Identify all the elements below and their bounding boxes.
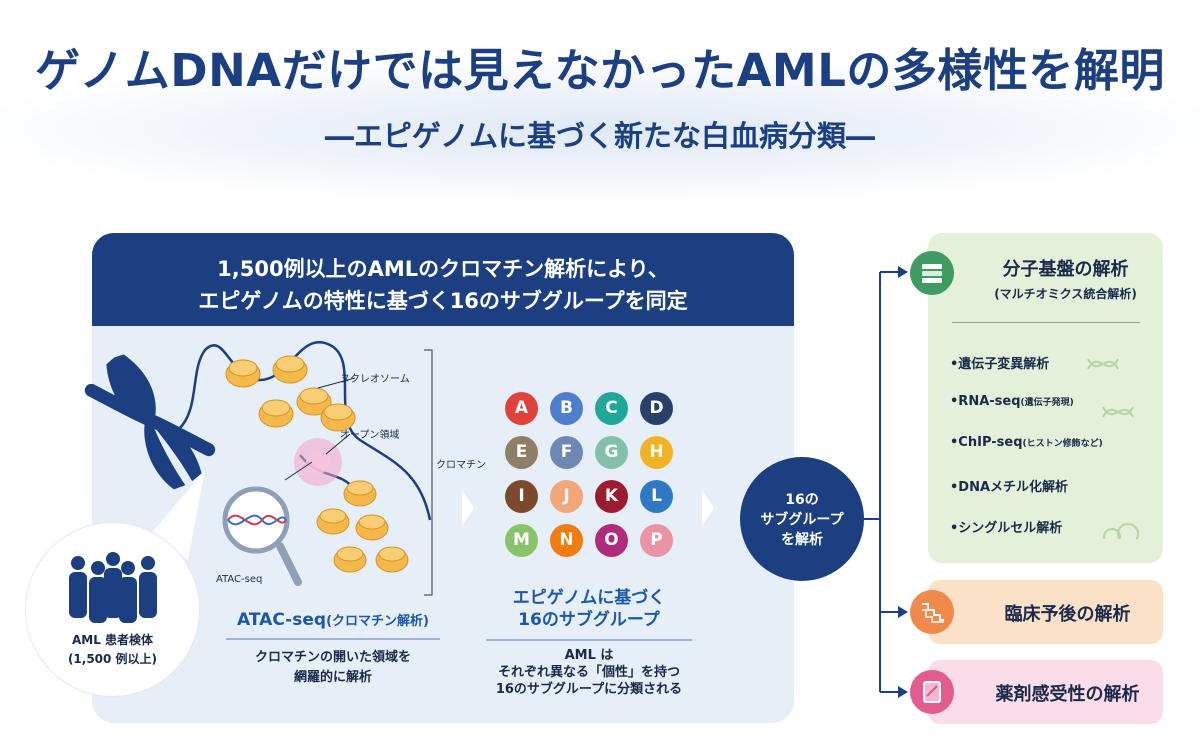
- atac-description: クロマチンの開いた領域を 網羅的に解析: [226, 648, 440, 688]
- callout-pointer: [150, 470, 205, 560]
- open-region-label: オープン領域: [340, 430, 400, 441]
- connector-arrows: [864, 266, 908, 698]
- hub-line3: を解析: [781, 532, 823, 548]
- molecular-item-singlecell-label: •シングルセル解析: [950, 521, 1063, 536]
- subgroup-badge-g: G: [595, 436, 628, 469]
- subgroup-badge-b: B: [550, 392, 583, 425]
- molecular-item-rnaseq: •RNA-seq(遺伝子発現): [950, 394, 1074, 409]
- subgroup-badge-j: J: [550, 480, 583, 513]
- page-title: ゲノムDNAだけでは見えなかったAMLの多様性を解明: [35, 44, 1165, 97]
- open-region-leader: [325, 433, 351, 455]
- analysis-hub: 16の サブグループ を解析: [740, 457, 864, 581]
- subgroup-badge-n: N: [550, 524, 583, 557]
- analysis-panel: 1,500例以上のAMLのクロマチン解析により、 エピゲノムの特性に基づく16の…: [92, 233, 794, 723]
- molecular-title: 分子基盤の解析: [1002, 259, 1129, 280]
- atac-title-main: ATAC-seq: [237, 610, 327, 630]
- molecular-item-chipseq: •ChIP-seq(ヒストン修飾など): [950, 435, 1103, 450]
- subgroup-desc-line3: 16のサブグループに分類される: [495, 682, 683, 697]
- subgroup-badge-f: F: [550, 436, 583, 469]
- molecular-item-singlecell: •シングルセル解析: [950, 517, 1062, 536]
- panel-heading-line1: 1,500例以上のAMLのクロマチン解析により、: [217, 257, 669, 281]
- subgroup-badge-d: D: [640, 392, 673, 425]
- molecular-item-chipseq-note: (ヒストン修飾など): [1022, 439, 1103, 449]
- atac-icon-label: ATAC-seq: [216, 574, 263, 585]
- subgroup-description: AML は それぞれ異なる「個性」を持つ 16のサブグループに分類される: [486, 647, 692, 698]
- hub-line2: サブグループ: [760, 512, 844, 528]
- subgroup-badge-m: M: [505, 524, 538, 557]
- subgroup-badge-h: H: [640, 436, 673, 469]
- molecular-subtitle: (マルチオミクス統合解析): [994, 287, 1137, 301]
- atac-desc-line2: 網羅的に解析: [293, 670, 372, 685]
- molecular-item-rnaseq-note: (遺伝子発現): [1020, 398, 1074, 408]
- subgroup-title-line1: エピゲノムに基づく: [512, 588, 666, 608]
- arrow-chevron-1: [462, 490, 474, 526]
- prognosis-title: 臨床予後の解析: [1004, 604, 1131, 625]
- molecular-item-mutation-label: •遺伝子変異解析: [950, 357, 1050, 372]
- chromatin-label: クロマチン: [436, 460, 486, 471]
- nucleosome-group: [225, 355, 409, 573]
- subgroup-badge-i: I: [505, 480, 538, 513]
- molecular-item-chipseq-label: •ChIP-seq: [950, 435, 1023, 450]
- stacked-layers-icon: [910, 251, 954, 295]
- atac-title-paren: (クロマチン解析): [326, 614, 429, 629]
- subgroup-block: エピゲノムに基づく 16のサブグループ AML は それぞれ異なる「個性」を持つ…: [486, 587, 692, 698]
- panel-heading: 1,500例以上のAMLのクロマチン解析により、 エピゲノムの特性に基づく16の…: [92, 233, 794, 326]
- subgroup-desc-line1: AML は: [564, 648, 614, 663]
- patients-label-line2: (1,500 例以上): [67, 652, 158, 666]
- molecular-item-rnaseq-label: •RNA-seq: [950, 394, 1021, 409]
- nucleosome-label: ヌクレオソーム: [340, 374, 410, 385]
- subgroup-desc-line2: それぞれ異なる「個性」を持つ: [497, 665, 680, 680]
- molecular-rule: [952, 322, 1140, 323]
- subgroup-title-line2: 16のサブグループ: [518, 610, 660, 630]
- subgroup-badge-p: P: [640, 524, 673, 557]
- molecular-item-methylation-label: •DNAメチル化解析: [950, 480, 1069, 495]
- drug-sensitivity-card: 薬剤感受性の解析: [910, 660, 1163, 724]
- molecular-item-methylation: •DNAメチル化解析: [950, 476, 1068, 495]
- chromatin-bracket: [424, 349, 433, 596]
- people-group-icon: [69, 552, 157, 623]
- subgroup-badge-l: L: [640, 480, 673, 513]
- drug-sensitivity-title: 薬剤感受性の解析: [995, 684, 1140, 705]
- atac-block: ATAC-seq(クロマチン解析) クロマチンの開いた領域を 網羅的に解析: [226, 610, 440, 688]
- subgroup-badge-e: E: [505, 436, 538, 469]
- pill-capsule-icon: [910, 670, 954, 714]
- molecular-item-mutation: •遺伝子変異解析: [950, 353, 1049, 372]
- atac-rule: [226, 638, 440, 640]
- subgroup-badge-o: O: [595, 524, 628, 557]
- magnifier-dna-icon: [222, 461, 313, 586]
- subgroup-badge-a: A: [505, 392, 538, 425]
- subgroup-badge-c: C: [595, 392, 628, 425]
- patients-label: AML 患者検体 (1,500 例以上): [26, 631, 199, 669]
- survival-curve-icon: [910, 590, 954, 634]
- page-subtitle: ―エピゲノムに基づく新たな白血病分類―: [324, 119, 876, 153]
- atac-title: ATAC-seq(クロマチン解析): [226, 610, 440, 630]
- atac-desc-line1: クロマチンの開いた領域を: [254, 650, 411, 665]
- subgroup-badge-k: K: [595, 480, 628, 513]
- dna-strand: [177, 341, 432, 521]
- chromosome-icon: [84, 354, 216, 490]
- arrow-chevron-2: [702, 490, 714, 526]
- prognosis-card: 臨床予後の解析: [910, 580, 1163, 644]
- patients-label-line1: AML 患者検体: [71, 633, 154, 647]
- panel-heading-line2: エピゲノムの特性に基づく16のサブグループを同定: [198, 289, 688, 313]
- dna-decor-icon: [1087, 358, 1139, 539]
- subgroup-title: エピゲノムに基づく 16のサブグループ: [486, 587, 692, 631]
- nucleosome-leader: [317, 377, 356, 389]
- molecular-analysis-card: 分子基盤の解析 (マルチオミクス統合解析) •遺伝子変異解析 •RNA-seq(…: [910, 233, 1163, 563]
- hub-line1: 16の: [785, 492, 819, 508]
- header-glow: [0, 60, 1200, 200]
